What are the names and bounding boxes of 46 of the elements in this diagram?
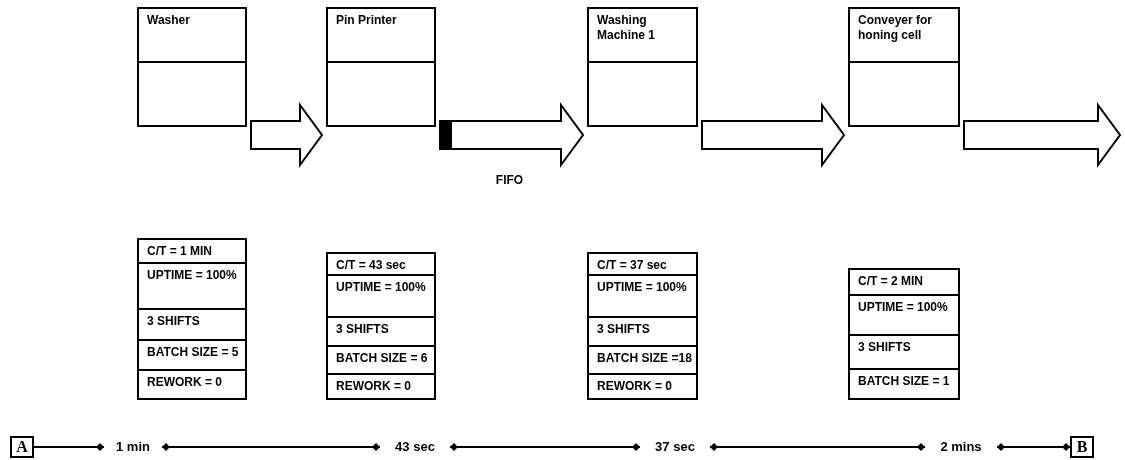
data-box (848, 268, 960, 400)
process-name: Conveyer for honing cell (858, 13, 934, 43)
process-box (326, 7, 436, 127)
data-row: C/T = 1 MIN (139, 240, 245, 264)
data-row: BATCH SIZE =18 (589, 347, 696, 375)
timeline-segment (161, 443, 381, 451)
process-box (137, 7, 247, 127)
data-row: 3 SHIFTS (328, 318, 434, 347)
process-name: Washing Machine 1 (597, 13, 657, 43)
data-row: BATCH SIZE = 5 (139, 341, 245, 371)
block-arrow (701, 101, 846, 169)
block-arrow (439, 101, 585, 169)
timeline-segment (449, 443, 641, 451)
time-label: 1 min (104, 437, 162, 457)
process-name: Pin Printer (336, 13, 398, 28)
data-row: UPTIME = 100% (328, 276, 434, 318)
block-arrow (250, 101, 324, 169)
data-row: BATCH SIZE = 6 (328, 347, 434, 375)
data-row: 3 SHIFTS (850, 336, 958, 370)
time-label: 2 mins (925, 437, 997, 457)
process-box (587, 7, 698, 127)
timeline-segment (709, 443, 926, 451)
timeline-segment (996, 443, 1071, 451)
data-row: C/T = 37 sec (589, 254, 696, 276)
data-row: UPTIME = 100% (850, 296, 958, 336)
timeline-marker: A (10, 436, 34, 458)
data-row: C/T = 2 MIN (850, 270, 958, 296)
process-box (848, 7, 960, 127)
data-row: UPTIME = 100% (139, 264, 245, 310)
time-label: 43 sec (380, 437, 450, 457)
block-arrow (963, 101, 1122, 169)
timeline-segment (33, 443, 105, 451)
process-name: Washer (147, 13, 191, 28)
data-box (137, 238, 247, 400)
data-row-text: REWORK = 0 (596, 378, 673, 395)
data-row: 3 SHIFTS (589, 318, 696, 347)
data-row: C/T = 43 sec (328, 254, 434, 276)
data-box (587, 252, 698, 400)
data-row-text: BATCH SIZE = 1 (857, 373, 951, 390)
time-label: 37 sec (640, 437, 710, 457)
timeline-marker: B (1070, 436, 1094, 458)
data-row: UPTIME = 100% (589, 276, 696, 318)
data-box (326, 252, 436, 400)
data-row: 3 SHIFTS (139, 310, 245, 341)
data-row-text: REWORK = 0 (146, 374, 223, 391)
data-row-text: REWORK = 0 (335, 378, 412, 395)
